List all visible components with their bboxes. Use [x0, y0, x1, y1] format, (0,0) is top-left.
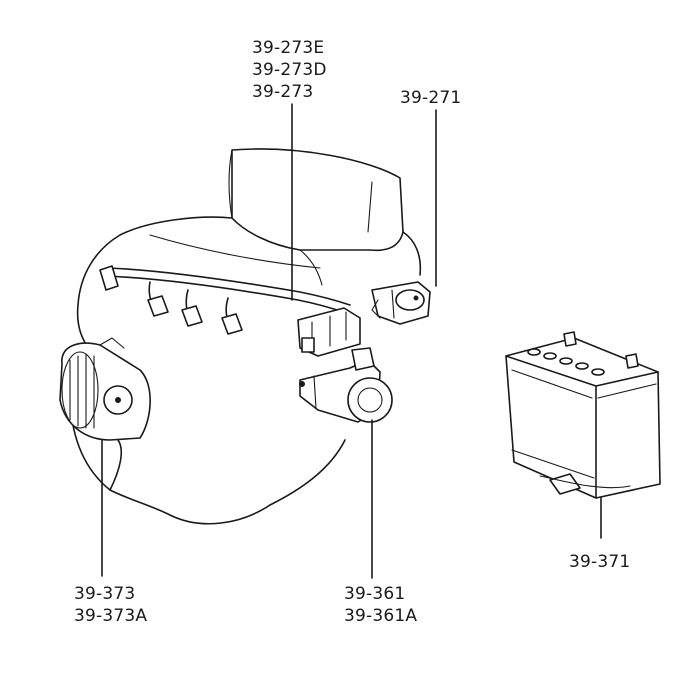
callout-39-371: 39-371	[569, 552, 631, 572]
leader-lines	[101, 103, 602, 579]
ignition-wire-set	[99, 265, 361, 357]
battery	[505, 331, 661, 499]
alternator	[59, 337, 151, 441]
starter-motor	[299, 347, 393, 423]
callout-39-273e: 39-273E	[252, 38, 325, 58]
engine-block-outline	[69, 148, 422, 525]
callout-39-271: 39-271	[400, 88, 462, 108]
callout-39-361a: 39-361A	[344, 606, 418, 626]
callout-39-273: 39-273	[252, 82, 314, 102]
callout-39-361: 39-361	[344, 584, 406, 604]
callout-39-373a: 39-373A	[74, 606, 148, 626]
callout-39-373: 39-373	[74, 584, 136, 604]
distributor	[371, 281, 431, 325]
callout-39-273d: 39-273D	[252, 60, 327, 80]
